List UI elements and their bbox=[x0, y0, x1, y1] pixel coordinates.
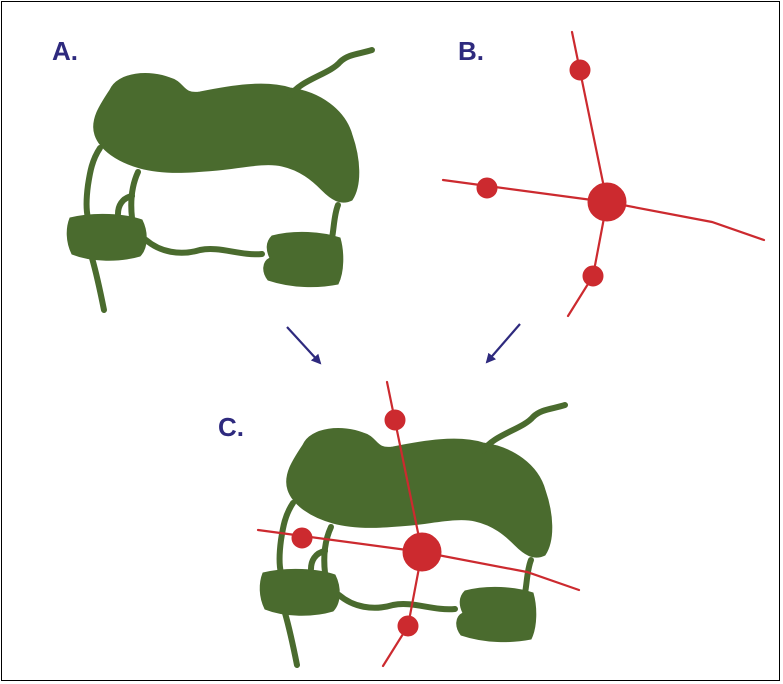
network-graph-b bbox=[441, 30, 766, 318]
arrow-down-left-icon bbox=[485, 323, 521, 364]
habitat-map-a bbox=[67, 50, 372, 310]
panel-label-b: B. bbox=[458, 36, 484, 66]
panel-label-c: C. bbox=[218, 412, 244, 442]
arrow-down-right-icon bbox=[286, 326, 322, 365]
panel-label-a: A. bbox=[52, 36, 78, 66]
